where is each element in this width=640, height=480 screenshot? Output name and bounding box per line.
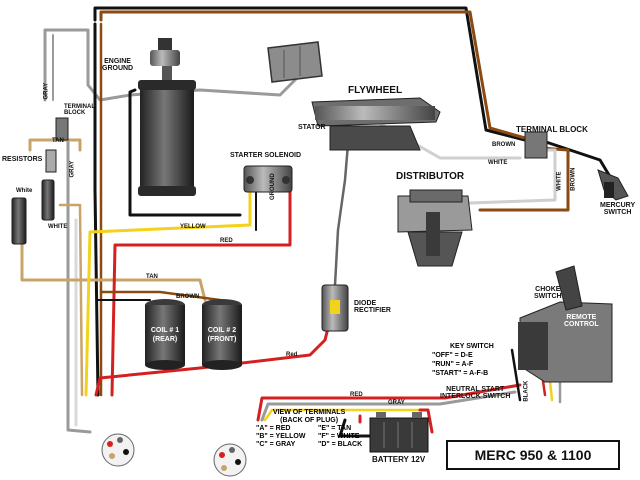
gray-wire-left — [66, 138, 92, 434]
label-terminal-block-right: TERMINAL BLOCK — [516, 125, 588, 134]
label-stator: STATOR — [298, 124, 326, 131]
terminal-block-icon — [55, 117, 548, 159]
battery-icon — [369, 412, 429, 453]
wire-label-gray-bottom: GRAY — [388, 400, 405, 406]
yellow-wire — [84, 188, 252, 397]
key-switch-legend: KEY SWITCH "OFF" = D-E "RUN" = A-F "STAR… — [432, 343, 494, 377]
wire-label-red: RED — [220, 238, 233, 244]
label-ground: GROUND — [270, 173, 276, 200]
gray-wire-bottom — [260, 390, 517, 422]
wires — [20, 6, 614, 438]
black-wire-merc — [538, 138, 614, 182]
black-wire-engine — [128, 88, 242, 217]
plug-icon — [101, 433, 247, 477]
mercury-switch-icon — [597, 169, 629, 201]
wire-label-red-bottom: RED — [350, 392, 363, 398]
wire-label-gray-left: GRAY — [43, 82, 50, 100]
wire-label-brown-merc: BROWN — [570, 167, 577, 191]
label-battery: BATTERY 12V — [372, 455, 426, 464]
coil-icon — [145, 299, 242, 370]
tan-wire-1 — [28, 138, 82, 152]
black-wire-top — [93, 6, 527, 142]
ground-strap-icon — [267, 41, 323, 83]
wire-label-white-left: White — [16, 188, 33, 194]
wire-label-white-right: WHITE — [488, 160, 508, 166]
brown-wire-coils — [99, 290, 222, 302]
red-wire-batt2 — [418, 408, 434, 434]
wire-label-tan-1: TAN — [52, 138, 64, 144]
label-coil-1: COIL # 1(REAR) — [150, 327, 180, 343]
diode-icon — [321, 284, 349, 332]
label-resistors: RESISTORS — [2, 156, 43, 163]
diagram-title-box: MERC 950 & 1100 — [446, 440, 620, 470]
distributor-icon — [397, 189, 473, 267]
wire-label-gray-2: GRAY — [69, 160, 76, 178]
starter-motor-icon — [138, 38, 196, 196]
red-wire-diode — [94, 298, 337, 397]
tan-wire-2 — [20, 213, 207, 302]
resistor-icon — [11, 149, 57, 245]
wire-label-white-merc: WHITE — [556, 171, 563, 191]
wire-label-red-diode: Red — [286, 352, 298, 358]
flywheel-icon — [311, 97, 441, 151]
black-wire-remote — [510, 348, 522, 402]
wire-label-brown: BROWN — [176, 294, 200, 300]
remote-control-icon — [518, 265, 613, 383]
yellow-wire-bottom — [263, 408, 422, 422]
terminals-legend: VIEW OF TERMINALS (BACK OF PLUG) "A" = R… — [256, 409, 363, 448]
black-wire-batt — [338, 418, 374, 438]
tan-wire-3 — [58, 203, 84, 397]
diagram-title: MERC 950 & 1100 — [474, 447, 592, 463]
wire-label-brown-right: BROWN — [492, 142, 516, 148]
red-wire-solenoid — [110, 188, 292, 397]
wire-label-yellow: YELLOW — [180, 224, 206, 230]
red-wire-bottom — [256, 383, 522, 422]
label-distributor: DISTRIBUTOR — [396, 171, 465, 182]
wire-label-white-2: WHITE — [48, 224, 68, 230]
brown-wire-top — [99, 10, 527, 140]
solenoid-icon — [243, 165, 293, 193]
black-wire-left — [93, 22, 100, 397]
wire-label-tan-2: TAN — [146, 274, 158, 280]
label-coil-2: COIL # 2(FRONT) — [207, 327, 237, 343]
wire-label-black-remote: BLACK — [523, 380, 530, 402]
label-starter-solenoid: STARTER SOLENOID — [230, 152, 302, 159]
label-flywheel: FLYWHEEL — [348, 85, 403, 96]
